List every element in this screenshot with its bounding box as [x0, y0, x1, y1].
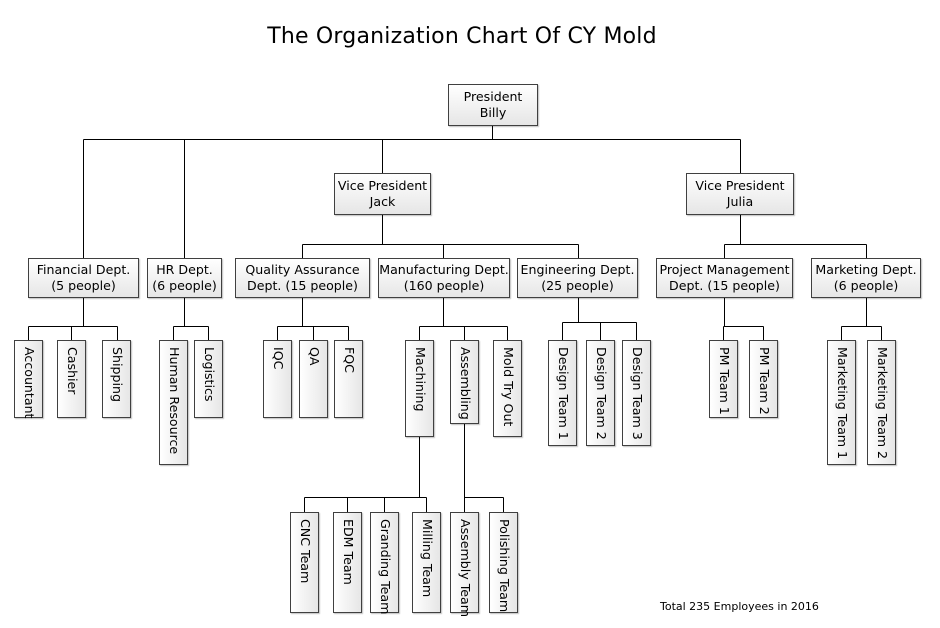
milling-team-box: Milling Team	[412, 512, 441, 613]
shipping-box: Shipping	[102, 340, 131, 418]
design-team-3-box: Design Team 3	[622, 340, 651, 446]
assembling-box: Assembling	[450, 340, 479, 424]
vice-president-jack-box: Vice President Jack	[334, 173, 431, 215]
engineering-dept-headcount: (25 people)	[541, 278, 614, 293]
edm-team-box: EDM Team	[333, 512, 362, 613]
milling-team-label: Milling Team	[419, 519, 435, 598]
iqc-box: IQC	[263, 340, 292, 418]
quality-dept-name: Quality Assurance	[245, 262, 360, 277]
qa-label: QA	[306, 347, 322, 366]
design-team-3-label: Design Team 3	[629, 347, 645, 440]
vp-jack-role: Vice President	[337, 178, 428, 193]
hr-dept-name: HR Dept.	[156, 262, 213, 277]
chart-title: The Organization Chart Of CY Mold	[267, 24, 657, 49]
quality-dept-headcount: Dept. (15 people)	[247, 278, 358, 293]
mold-try-out-box: Mold Try Out	[493, 340, 522, 437]
machining-label: Machining	[412, 347, 428, 412]
president-box: President Billy	[448, 84, 538, 126]
marketing-team-2-label: Marketing Team 2	[874, 347, 890, 460]
fqc-box: FQC	[334, 340, 363, 418]
design-team-2-box: Design Team 2	[586, 340, 615, 446]
polishing-team-box: Polishing Team	[489, 512, 518, 613]
financial-dept-name: Financial Dept.	[36, 262, 131, 277]
hr-dept-headcount: (6 people)	[152, 278, 217, 293]
president-role: President	[463, 89, 523, 104]
logistics-label: Logistics	[201, 347, 217, 402]
vp-jack-name: Jack	[369, 194, 396, 209]
accountant-label: Accountant	[21, 347, 37, 419]
design-team-1-label: Design Team 1	[555, 347, 571, 440]
granding-team-box: Granding Team	[370, 512, 399, 615]
manufacturing-dept-headcount: (160 people)	[403, 278, 485, 293]
assembly-team-box: Assembly Team	[450, 512, 479, 617]
logistics-box: Logistics	[194, 340, 223, 418]
assembling-label: Assembling	[457, 347, 473, 420]
vp-julia-role: Vice President	[695, 178, 785, 193]
manufacturing-dept-name: Manufacturing Dept.	[379, 262, 509, 277]
president-name: Billy	[479, 105, 507, 120]
assembly-team-label: Assembly Team	[457, 519, 473, 617]
mold-try-out-label: Mold Try Out	[500, 347, 516, 427]
marketing-team-1-box: Marketing Team 1	[827, 340, 856, 465]
cnc-team-label: CNC Team	[297, 519, 313, 584]
cashier-box: Cashier	[57, 340, 86, 418]
manufacturing-dept-box: Manufacturing Dept. (160 people)	[378, 258, 510, 298]
fqc-label: FQC	[341, 347, 357, 373]
pm-team-2-box: PM Team 2	[749, 340, 778, 418]
human-resource-box: Human Resource	[159, 340, 188, 465]
marketing-team-2-box: Marketing Team 2	[867, 340, 896, 465]
accountant-box: Accountant	[14, 340, 43, 419]
project-dept-name: Project Management	[659, 262, 790, 277]
marketing-team-1-label: Marketing Team 1	[834, 347, 850, 460]
machining-box: Machining	[405, 340, 434, 437]
qa-box: QA	[299, 340, 328, 418]
project-management-dept-box: Project Management Dept. (15 people)	[656, 258, 793, 298]
engineering-dept-name: Engineering Dept.	[520, 262, 635, 277]
marketing-dept-box: Marketing Dept. (6 people)	[811, 258, 921, 298]
cnc-team-box: CNC Team	[290, 512, 319, 613]
financial-dept-headcount: (5 people)	[51, 278, 116, 293]
hr-dept-box: HR Dept. (6 people)	[147, 258, 222, 298]
marketing-dept-headcount: (6 people)	[833, 278, 899, 293]
quality-assurance-dept-box: Quality Assurance Dept. (15 people)	[235, 258, 370, 298]
vice-president-julia-box: Vice President Julia	[686, 173, 794, 215]
design-team-1-box: Design Team 1	[548, 340, 577, 446]
marketing-dept-name: Marketing Dept.	[815, 262, 917, 277]
pm-team-1-box: PM Team 1	[709, 340, 738, 418]
shipping-label: Shipping	[109, 347, 125, 402]
employee-total-note: Total 235 Employees in 2016	[660, 600, 819, 613]
design-team-2-label: Design Team 2	[593, 347, 609, 440]
pm-team-1-label: PM Team 1	[716, 347, 732, 415]
project-dept-headcount: Dept. (15 people)	[669, 278, 780, 293]
cashier-label: Cashier	[64, 347, 80, 395]
polishing-team-label: Polishing Team	[496, 519, 512, 613]
human-resource-label: Human Resource	[166, 347, 182, 455]
financial-dept-box: Financial Dept. (5 people)	[28, 258, 139, 298]
engineering-dept-box: Engineering Dept. (25 people)	[517, 258, 638, 298]
edm-team-label: EDM Team	[340, 519, 356, 585]
pm-team-2-label: PM Team 2	[756, 347, 772, 415]
iqc-label: IQC	[270, 347, 286, 370]
granding-team-label: Granding Team	[377, 519, 393, 615]
vp-julia-name: Julia	[726, 194, 754, 209]
